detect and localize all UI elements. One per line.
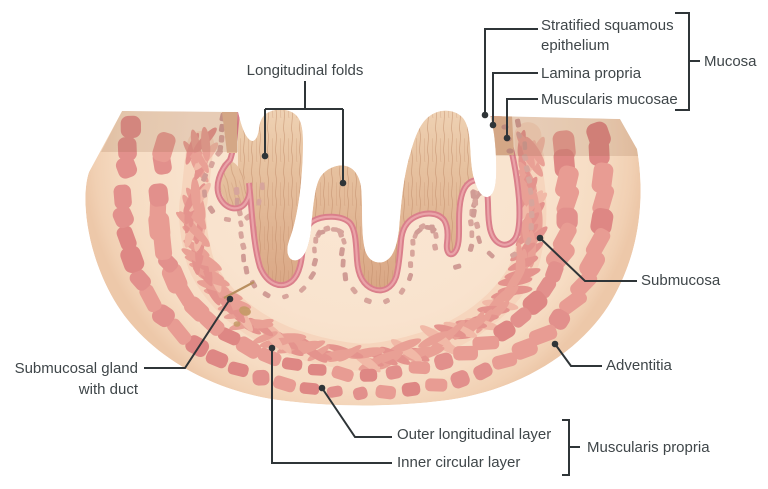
leader-stratified-squamous <box>484 28 538 113</box>
label-muscularis-propria: Muscularis propria <box>587 439 710 456</box>
leader-lamina-propria <box>492 72 538 123</box>
label-lamina-propria: Lamina propria <box>541 65 642 82</box>
label-stratified-squamous-epithelium: Stratified squamous epithelium <box>541 17 674 54</box>
label-muscularis-mucosae: Muscularis mucosae <box>541 91 678 108</box>
tissue-art <box>85 109 641 406</box>
leader-lines <box>144 12 700 476</box>
leader-inner-circular <box>271 348 392 464</box>
leader-submucosal-gland <box>144 298 231 369</box>
label-submucosal-gland-with-duct: Submucosal gland with duct <box>14 360 138 398</box>
leader-adventitia <box>554 343 602 367</box>
leader-submucosa <box>539 237 637 282</box>
muscularis-propria-bracket <box>562 419 580 476</box>
lamina-propria-highlight <box>216 111 521 292</box>
leader-muscularis-mucosae <box>506 98 538 136</box>
label-inner-circular-layer: Inner circular layer <box>397 454 521 471</box>
label-submucosa: Submucosa <box>641 272 721 289</box>
cut-face-top-right <box>490 115 640 156</box>
mucosa-bracket <box>675 12 700 111</box>
leader-dots <box>226 111 559 392</box>
gland-lobe <box>239 306 251 316</box>
leader-outer-longitudinal <box>321 387 392 438</box>
gland-duct <box>223 281 255 299</box>
label-mucosa: Mucosa <box>704 53 757 70</box>
cut-face-epithelium-strip <box>222 112 237 153</box>
gland-lobe <box>233 321 241 327</box>
leader-longitudinal-folds <box>264 81 344 181</box>
cut-face-epithelium-strip <box>492 115 514 155</box>
label-longitudinal-folds: Longitudinal folds <box>246 62 364 79</box>
sectioned-fold-knob-striations <box>218 160 248 212</box>
mucosae-blob <box>506 148 514 154</box>
submucosal-gland-with-duct <box>223 281 255 327</box>
muscle-layer-bands <box>112 109 615 401</box>
label-adventitia: Adventitia <box>606 357 672 374</box>
cut-face-top-left <box>101 111 238 152</box>
label-outer-longitudinal-layer: Outer longitudinal layer <box>397 426 552 443</box>
